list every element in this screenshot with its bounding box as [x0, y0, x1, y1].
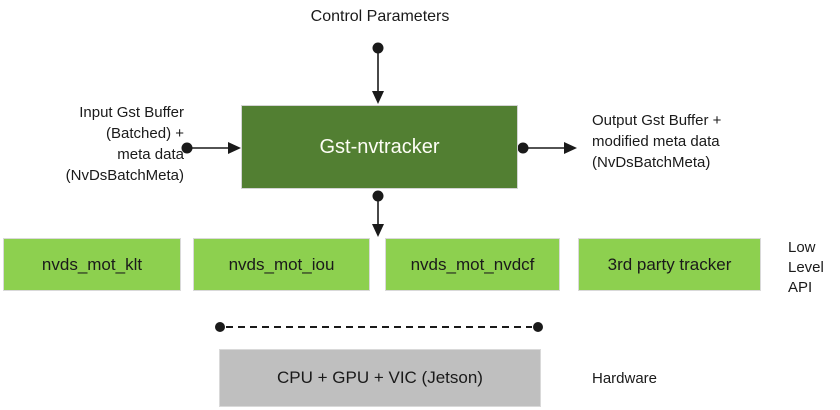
tracker-box-label: nvds_mot_klt — [41, 254, 143, 274]
arrow-input-to-plugin — [181, 142, 241, 154]
tracker-box-nvds-mot-iou: nvds_mot_iou — [193, 238, 370, 291]
lowlevel-to-hardware-connector — [215, 322, 543, 332]
output-buffer-label: Output Gst Buffer + modified meta data (… — [592, 112, 722, 171]
hardware-box: CPU + GPU + VIC (Jetson) — [219, 349, 541, 407]
gst-nvtracker-box: Gst-nvtracker — [241, 105, 518, 189]
low-level-api-label: Low Level API — [788, 239, 824, 296]
tracker-box-nvds-mot-klt: nvds_mot_klt — [3, 238, 181, 291]
tracker-box-label: 3rd party tracker — [607, 254, 732, 274]
arrow-plugin-to-output — [517, 142, 577, 154]
control-parameters-label: Control Parameters — [310, 8, 450, 25]
tracker-box-3rd-party: 3rd party tracker — [578, 238, 761, 291]
arrow-plugin-to-lowlevel — [372, 190, 384, 237]
tracker-box-nvds-mot-nvdcf: nvds_mot_nvdcf — [385, 238, 560, 291]
arrow-control-to-plugin — [372, 42, 384, 104]
hardware-box-label: CPU + GPU + VIC (Jetson) — [277, 368, 483, 387]
tracker-box-label: nvds_mot_nvdcf — [410, 254, 535, 274]
input-buffer-label: Input Gst Buffer (Batched) + meta data (… — [65, 104, 184, 184]
hardware-side-label: Hardware — [592, 370, 658, 387]
gst-nvtracker-box-label: Gst-nvtracker — [319, 135, 440, 158]
tracker-box-label: nvds_mot_iou — [228, 254, 335, 274]
